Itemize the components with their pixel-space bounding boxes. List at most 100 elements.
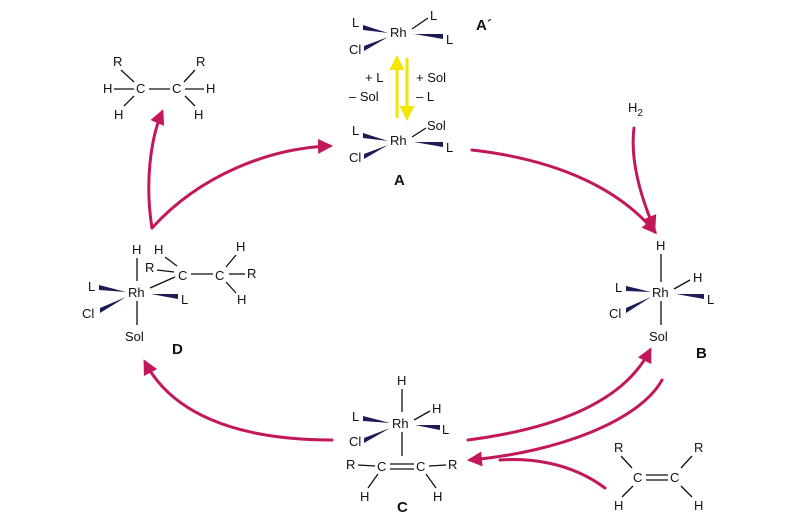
ligand-h-top: H [132, 242, 141, 257]
rh-atom: Rh [128, 285, 145, 300]
wedge-bond [414, 142, 443, 147]
h2-formula: H2 [628, 100, 643, 119]
alkene-h-right: H [433, 489, 442, 504]
ligand-sol: Sol [649, 329, 668, 344]
arrow-to-product [147, 109, 165, 230]
label-a: A [394, 172, 405, 189]
alkyl-c2: C [215, 268, 224, 283]
ligand-h-right: H [432, 401, 441, 416]
product-h-left-bottom: H [114, 107, 123, 122]
ligand-l-right: L [181, 292, 188, 307]
ligand-l-top-left: L [352, 15, 359, 30]
rh-atom: Rh [652, 285, 669, 300]
bond [357, 464, 376, 467]
bond [123, 95, 135, 107]
product-alkane: R R H C C H H H [103, 54, 215, 122]
bond [620, 455, 633, 469]
label-d: D [172, 341, 183, 358]
ligand-l-left: L [352, 409, 359, 424]
ligand-h-right: H [693, 270, 702, 285]
arrow-c-to-b [467, 378, 664, 467]
ligand-h-top: H [656, 238, 665, 253]
reagent-h2: H2 [628, 100, 643, 119]
bond [184, 95, 196, 107]
ligand-cl: Cl [609, 306, 621, 321]
alkyl-h1: H [154, 242, 163, 257]
bond [367, 473, 379, 489]
rh-atom: Rh [390, 133, 407, 148]
label-c: C [397, 499, 408, 516]
arrow-h2-in [631, 126, 657, 231]
arrow-alkene-in [498, 458, 607, 490]
bond [680, 485, 693, 498]
wedge-bond [364, 37, 388, 51]
equilibrium-plus-l: + L [365, 70, 383, 85]
ligand-l-right: L [446, 32, 453, 47]
wedge-bond [99, 285, 126, 292]
wedge-bond [414, 34, 443, 39]
wedge-bond [676, 294, 704, 299]
wedge-bond [363, 133, 388, 141]
equilibrium-minus-sol: – Sol [349, 89, 379, 104]
product-c-left: C [136, 81, 145, 96]
bond [149, 276, 176, 289]
rh-atom: Rh [392, 416, 409, 431]
wedge-bond [364, 428, 390, 443]
bond [621, 485, 634, 498]
ligand-cl: Cl [82, 306, 94, 321]
equilibrium-minus-l: – L [416, 89, 434, 104]
bond [428, 464, 447, 467]
product-r-left: R [113, 54, 122, 69]
alkene-h-left: H [360, 489, 369, 504]
product-h-right: H [206, 81, 215, 96]
reagent-alkene: R C C R H H [614, 440, 703, 513]
label-a-prime: A´ [476, 17, 492, 34]
wedge-bond [415, 425, 440, 430]
arrow-c-to-d [143, 359, 334, 442]
ligand-l-right: L [446, 140, 453, 155]
alkene-c-left: C [633, 470, 642, 485]
label-b: B [696, 345, 707, 362]
ligand-l-top-right: L [430, 8, 437, 23]
wedge-bond [363, 25, 388, 33]
alkene-h-right: H [694, 498, 703, 513]
bond [120, 69, 135, 83]
arrow-b-to-c [466, 347, 652, 442]
alkene-c-left: C [377, 459, 386, 474]
ligand-cl: Cl [349, 434, 361, 449]
arrow-d-to-a [150, 138, 333, 230]
bond [411, 127, 427, 138]
bond [156, 269, 175, 273]
bond [425, 473, 437, 489]
ligand-sol: Sol [125, 329, 144, 344]
wedge-bond [626, 297, 651, 313]
ligand-l-right: L [707, 292, 714, 307]
bond [673, 279, 691, 290]
rh-atom: Rh [390, 25, 407, 40]
bond [183, 69, 196, 83]
alkyl-c1: C [178, 268, 187, 283]
cycle-arrows [143, 109, 664, 490]
product-r-right: R [196, 54, 205, 69]
ligand-l-left: L [88, 279, 95, 294]
bond [225, 281, 237, 294]
alkene-c-right: C [670, 470, 679, 485]
wedge-bond [363, 416, 390, 423]
ligand-cl: Cl [349, 42, 361, 57]
alkene-r-left: R [614, 440, 623, 455]
equilibrium: + L – Sol + Sol – L [349, 55, 446, 121]
alkyl-h2: H [236, 239, 245, 254]
alkyl-r-left: R [145, 260, 154, 275]
bond [164, 256, 178, 267]
complex-a: Rh L Sol L Cl A [349, 118, 453, 189]
arrow-a-to-b [470, 148, 657, 235]
complex-d: H Rh L L Cl Sol D H R C C H R H [82, 239, 256, 358]
wedge-bond [151, 294, 178, 299]
alkyl-r-right: R [247, 266, 256, 281]
complex-b: H Rh H L L Cl Sol B [609, 238, 714, 362]
alkene-h-left: H [614, 498, 623, 513]
ligand-l-left: L [615, 280, 622, 295]
wedge-bond [364, 145, 388, 159]
bond [413, 410, 431, 421]
